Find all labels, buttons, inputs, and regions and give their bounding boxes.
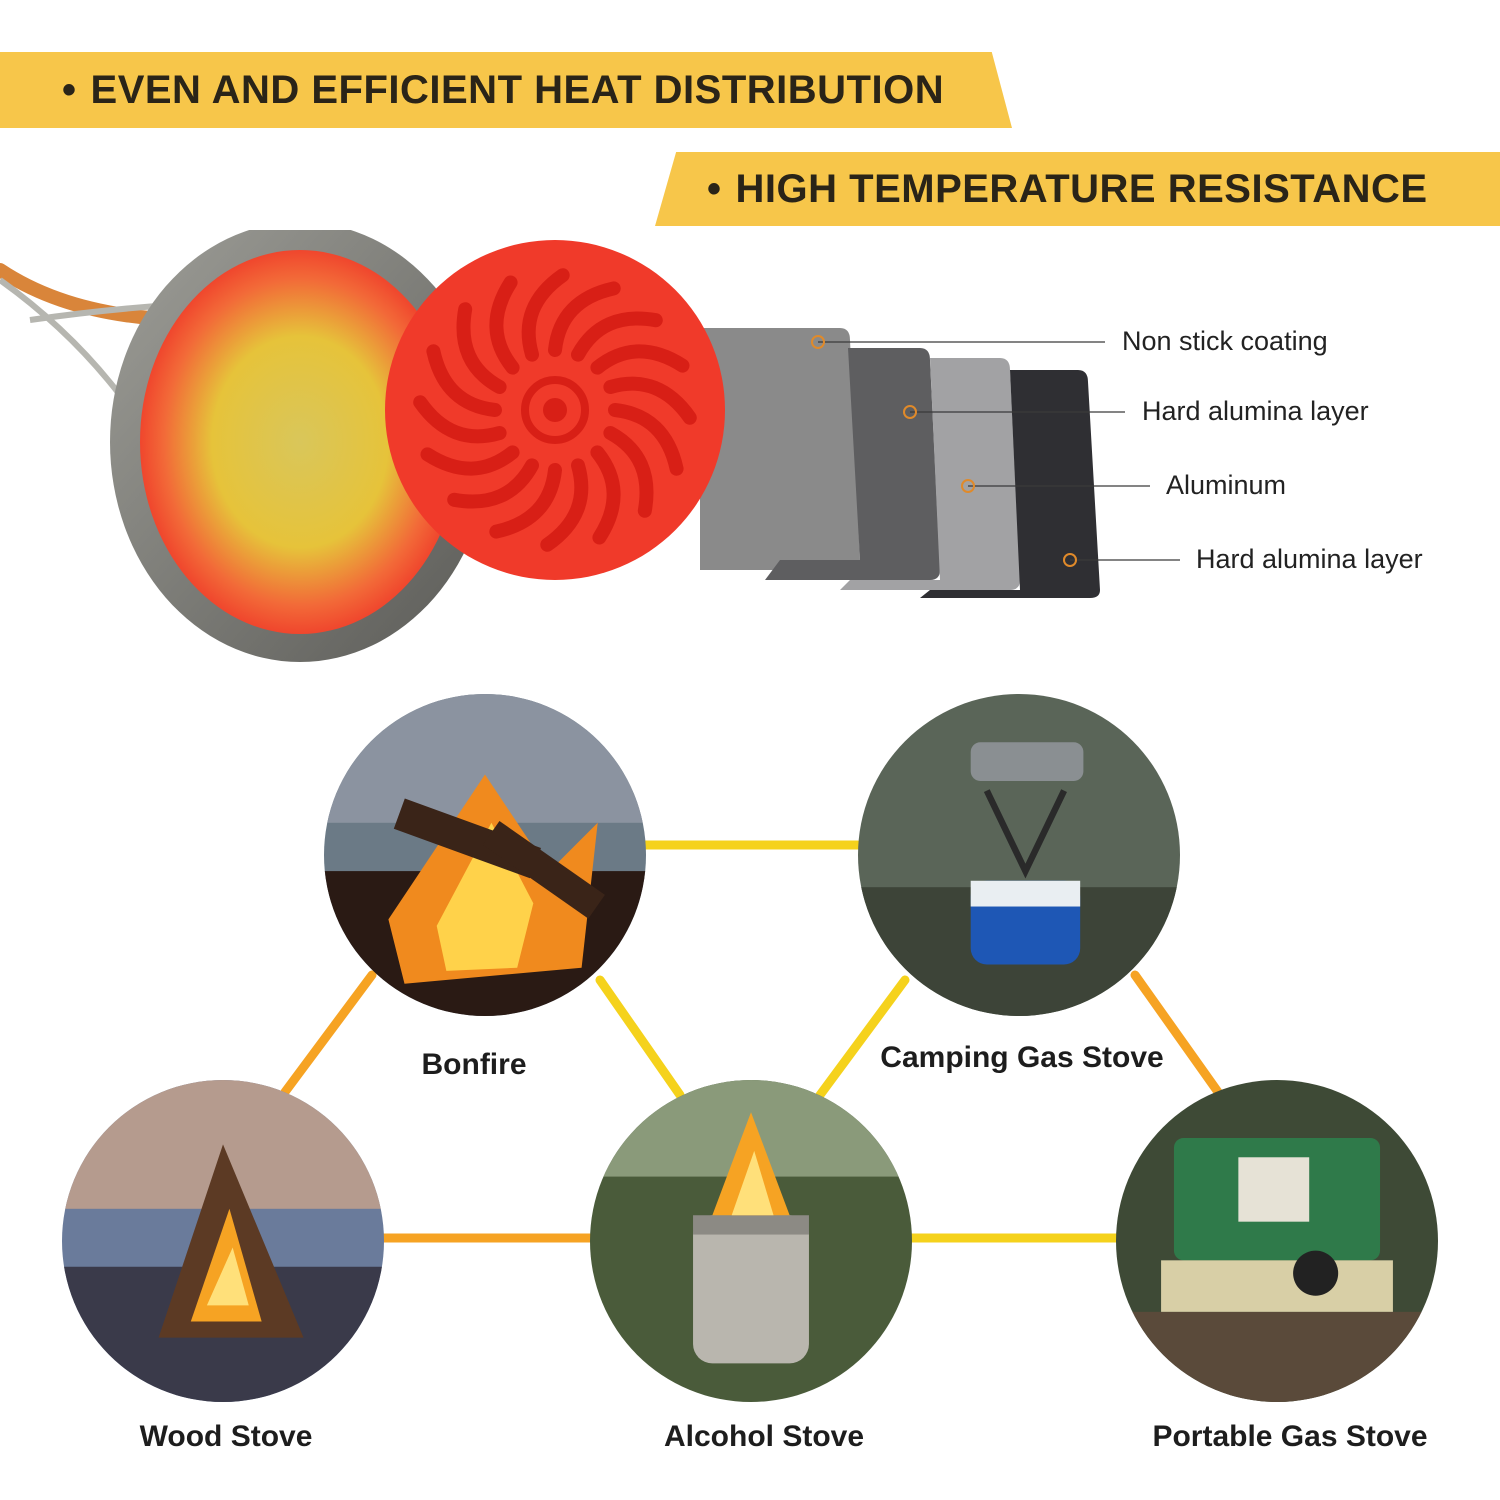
swirl-blade — [413, 395, 507, 444]
wood-stove-photo — [62, 1080, 384, 1402]
banner-heat-distribution-text: EVEN AND EFFICIENT HEAT DISTRIBUTION — [90, 67, 945, 112]
swirl-blade — [426, 344, 502, 417]
swirl-blade — [590, 445, 621, 545]
swirl-blade — [608, 403, 684, 476]
swirl-blade — [456, 302, 507, 394]
stove-label-bonfire: Bonfire — [421, 1048, 527, 1081]
swirl-blade — [548, 281, 621, 357]
swirl-blade — [590, 344, 690, 375]
stove-label-camping-gas-stove: Camping Gas Stove — [880, 1041, 1164, 1074]
heat-disc — [385, 240, 725, 580]
marker-dot — [903, 405, 917, 419]
layer-label-nonstick: Non stick coating — [1122, 326, 1328, 356]
portable-gas-stove-photo — [1116, 1080, 1438, 1402]
swirl-blade — [603, 376, 697, 425]
pan-layer-illustration — [0, 230, 1180, 662]
swirl-blade — [571, 311, 663, 362]
marker-dot — [811, 335, 825, 349]
layer-label-alumina-1: Hard alumina layer — [1142, 396, 1369, 426]
stove-label-alcohol-stove: Alcohol Stove — [663, 1420, 865, 1453]
layer-plate-alumina-1 — [765, 348, 940, 580]
swirl-blade — [489, 275, 520, 375]
marker-dot — [961, 479, 975, 493]
stove-label-wood-stove: Wood Stove — [139, 1420, 313, 1453]
banner-temperature-resistance: • HIGH TEMPERATURE RESISTANCE — [655, 152, 1500, 226]
stove-label-portable-gas-stove: Portable Gas Stove — [1152, 1420, 1428, 1453]
layer-plate-aluminum — [840, 358, 1020, 590]
banner-temperature-resistance-text: HIGH TEMPERATURE RESISTANCE — [735, 166, 1428, 211]
swirl-blade — [489, 463, 562, 539]
bullet: • — [707, 166, 722, 211]
layer-label-alumina-2: Hard alumina layer — [1196, 544, 1423, 574]
swirl-blade — [603, 426, 654, 518]
swirl-blade — [540, 458, 589, 552]
layer-label-aluminum: Aluminum — [1166, 470, 1287, 500]
swirl-blade — [521, 268, 570, 362]
layer-plate-alumina-2 — [920, 370, 1100, 598]
bullet: • — [62, 67, 77, 112]
pan-heated-surface — [140, 250, 460, 634]
marker-dot — [1063, 553, 1077, 567]
swirl-blade — [447, 458, 539, 509]
layer-plate-nonstick — [700, 328, 860, 570]
alcohol-stove-photo — [590, 1080, 912, 1402]
banner-heat-distribution: • EVEN AND EFFICIENT HEAT DISTRIBUTION — [0, 52, 1012, 128]
swirl-blade — [420, 445, 520, 476]
camping-gas-stove-photo — [858, 694, 1180, 1016]
bonfire-photo — [324, 694, 646, 1016]
